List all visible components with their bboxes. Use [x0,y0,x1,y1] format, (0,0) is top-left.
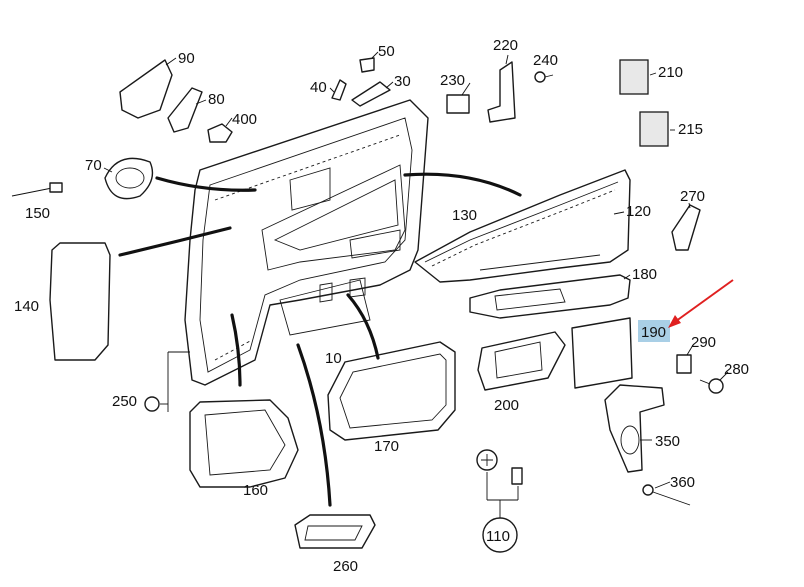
callout-400: 400 [232,111,257,128]
part-210-pad [619,59,649,95]
callout-110: 110 [486,528,510,545]
part-160-lower-trim [189,399,299,488]
part-240-screw [534,71,554,83]
callout-240: 240 [533,52,558,69]
part-350-bracket [604,384,665,473]
callout-70: 70 [85,157,102,174]
leader-lines [103,51,729,489]
callout-10: 10 [325,350,342,367]
callout-40: 40 [310,79,327,96]
part-110-fasteners [476,449,523,553]
part-250-clip [144,351,190,412]
callout-140: 140 [14,298,39,315]
part-360-rivet [642,484,691,506]
callout-350: 350 [655,433,680,450]
callout-215: 215 [678,121,703,138]
part-90-trim [119,59,173,119]
callout-160: 160 [243,482,268,499]
callout-170: 170 [374,438,399,455]
callout-290: 290 [691,334,716,351]
callout-250: 250 [112,393,137,410]
callout-280: 280 [724,361,749,378]
callout-190-highlight [638,320,670,342]
red-pointer-arrow [668,279,734,328]
part-80-trim [167,87,203,133]
callout-210: 210 [658,64,683,81]
callout-200: 200 [494,397,519,414]
callout-270: 270 [680,188,705,205]
callout-50: 50 [378,43,395,60]
part-150-rivet [11,182,63,197]
part-220-handle [487,61,516,123]
callout-190: 190 [641,324,666,341]
callout-150: 150 [25,205,50,222]
part-170-pad [327,341,456,441]
callout-130: 130 [452,207,477,224]
callout-220: 220 [493,37,518,54]
part-40-clip [331,79,347,101]
callout-90: 90 [178,50,195,67]
part-70-speaker-cover [104,157,154,200]
assembly-arrows [118,172,522,507]
part-190-cover [571,317,633,389]
part-400-clip [207,123,233,143]
part-260-tray [294,514,376,549]
callout-230: 230 [440,72,465,89]
part-230-switch [446,94,470,114]
callout-labels: 90 80 400 50 40 30 220 240 230 210 215 7… [14,37,749,575]
part-140-mat [49,242,111,361]
callout-120: 120 [626,203,651,220]
part-280-screw [699,378,724,394]
callout-260: 260 [333,558,358,575]
callout-80: 80 [208,91,225,108]
door-inner-frame [184,99,429,386]
part-290-nut [676,354,692,374]
part-120-upper-trim [414,169,631,283]
part-30-handle [351,81,391,107]
callout-360: 360 [670,474,695,491]
callout-180: 180 [632,266,657,283]
part-200-bracket [477,331,566,391]
part-180-armrest [469,274,631,319]
part-215-pad [639,111,669,147]
callout-30: 30 [394,73,411,90]
part-270-switch [671,204,701,251]
part-50-screw [359,57,375,73]
